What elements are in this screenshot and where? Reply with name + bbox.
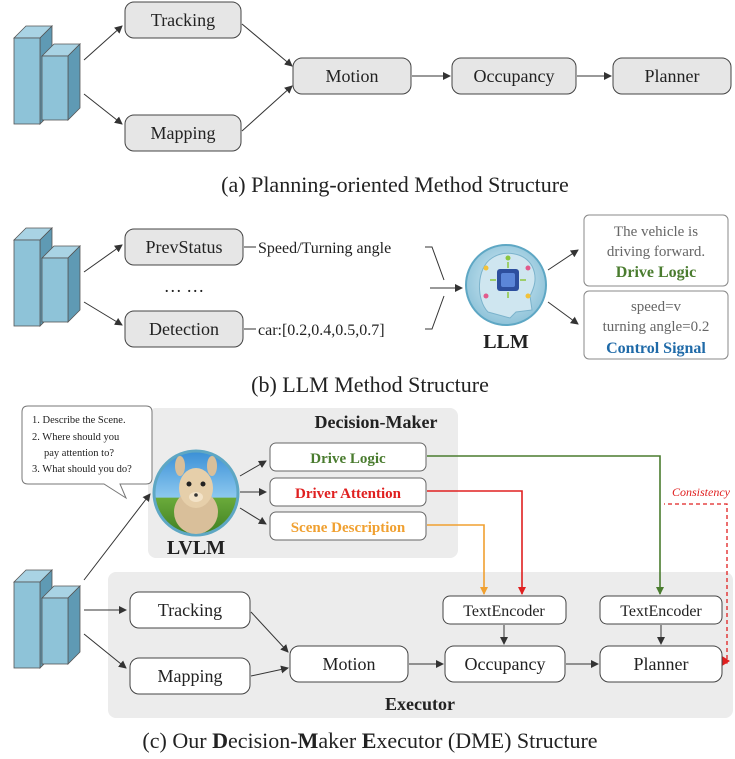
scene-description-flow [427,524,488,595]
svg-text:The vehicle is: The vehicle is [614,224,698,240]
lvlm-label: LVLM [167,537,225,559]
node-occupancy-a: Occupancy [451,57,577,95]
sensor-stack-a [13,25,81,125]
node-mapping-c: Mapping [129,657,251,695]
svg-text:Mapping: Mapping [158,666,223,686]
drive-logic-box: Drive Logic [269,442,427,472]
drive-logic-flow [427,455,664,595]
executor-label: Executor [385,694,455,714]
svg-text:3. What should you do?: 3. What should you do? [32,464,132,475]
svg-text:Control Signal: Control Signal [606,340,706,357]
svg-text:Planner: Planner [645,66,700,86]
edge-label-car: car:[0.2,0.4,0.5,0.7] [258,322,385,339]
node-text-encoder-2: TextEncoder [599,595,723,625]
node-planner-c: Planner [599,645,723,683]
svg-text:Drive Logic: Drive Logic [310,451,386,467]
executor-panel [108,572,733,718]
edge-label-speed: Speed/Turning angle [258,240,391,257]
svg-text:driving forward.: driving forward. [607,244,705,260]
caption-b: (b) LLM Method Structure [251,372,489,397]
svg-text:Mapping: Mapping [151,123,216,143]
node-tracking-a: Tracking [124,1,242,39]
node-planner-a: Planner [612,57,732,95]
svg-text:Scene Description: Scene Description [291,520,406,536]
question-speech-bubble: 1. Describe the Scene. 2. Where should y… [21,405,153,500]
svg-text:Tracking: Tracking [151,10,215,30]
svg-text:Planner: Planner [634,654,689,674]
decision-maker-label: Decision-Maker [315,412,438,432]
node-motion-c: Motion [289,645,409,683]
llm-label: LLM [483,331,529,353]
node-motion-a: Motion [292,57,412,95]
drive-logic-output-box: The vehicle is driving forward. Drive Lo… [583,214,729,287]
svg-text:TextEncoder: TextEncoder [620,603,702,620]
caption-c: (c) Our Decision-Maker Executor (DME) St… [142,728,597,753]
node-prevstatus: PrevStatus [124,228,244,266]
svg-text:speed=v: speed=v [631,299,682,315]
sensor-stack-b [13,227,81,327]
svg-text:2. Where should you: 2. Where should you [32,432,120,443]
driver-attention-flow [427,490,526,595]
node-tracking-c: Tracking [129,591,251,629]
svg-text:1. Describe the Scene.: 1. Describe the Scene. [32,415,126,426]
svg-text:PrevStatus: PrevStatus [145,237,222,257]
node-detection: Detection [124,310,244,348]
node-text-encoder-1: TextEncoder [442,595,567,625]
svg-text:Detection: Detection [149,319,219,339]
control-signal-output-box: speed=v turning angle=0.2 Control Signal [583,290,729,360]
svg-text:pay attention to?: pay attention to? [44,448,114,459]
svg-text:Occupancy: Occupancy [474,66,555,86]
driver-attention-box: Driver Attention [269,477,427,507]
node-mapping-a: Mapping [124,114,242,152]
consistency-label: Consistency [672,485,731,499]
svg-text:Driver Attention: Driver Attention [295,486,402,502]
svg-text:Occupancy: Occupancy [465,654,546,674]
svg-text:turning angle=0.2: turning angle=0.2 [603,319,710,335]
llama-icon [152,449,240,537]
llm-icon [465,244,547,326]
svg-text:TextEncoder: TextEncoder [463,603,545,620]
node-occupancy-c: Occupancy [444,645,566,683]
svg-text:Drive Logic: Drive Logic [616,264,696,281]
ellipsis-text: … … [164,276,205,296]
scene-description-box: Scene Description [269,511,427,541]
svg-text:Tracking: Tracking [158,600,222,620]
caption-a: (a) Planning-oriented Method Structure [221,172,569,197]
sensor-stack-c [13,569,81,669]
svg-text:Motion: Motion [325,66,378,86]
svg-text:Motion: Motion [322,654,375,674]
